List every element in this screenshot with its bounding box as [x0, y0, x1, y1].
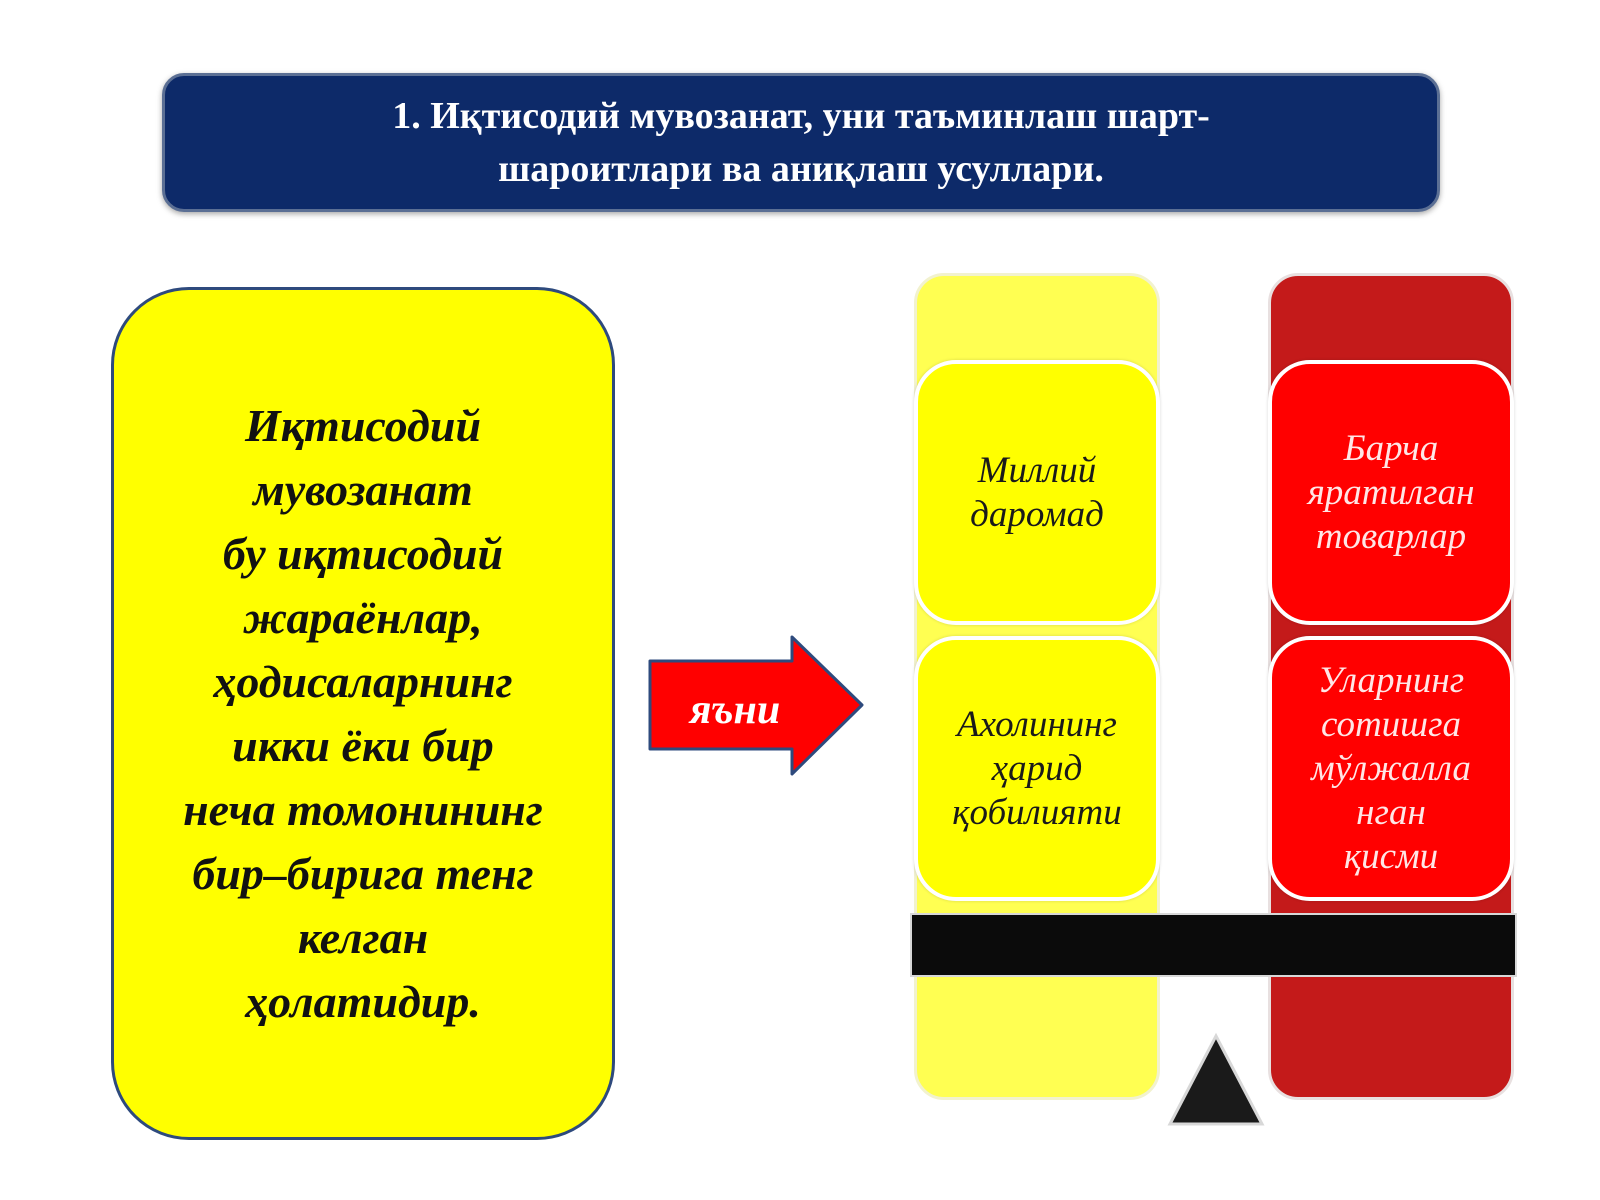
card-line: Уларнинг	[1317, 659, 1465, 701]
card-line: нган	[1356, 791, 1426, 833]
definition-line: бу иқтисодий	[222, 527, 504, 579]
title-line-1: 1. Иқтисодий мувозанат, уни таъминлаш ша…	[392, 94, 1210, 137]
definition-line: бир–бирига тенг	[192, 847, 534, 899]
definition-line: неча томонининг	[183, 783, 543, 835]
card-line: даромад	[970, 493, 1104, 535]
goods-for-sale-card: Уларнинг сотишга мўлжалла нган қисми	[1268, 636, 1514, 901]
definition-line: мувозанат	[253, 463, 473, 515]
card-line: Миллий	[977, 449, 1097, 491]
definition-line: ҳолатидир.	[245, 975, 481, 1027]
definition-box: Иқтисодий мувозанат бу иқтисодий жараёнл…	[111, 287, 615, 1140]
card-line: товарлар	[1315, 515, 1467, 557]
arrow-label: яъни	[689, 687, 781, 733]
card-line: сотишга	[1320, 703, 1462, 745]
title-line-2: шароитлари ва аниқлаш усуллари.	[498, 147, 1104, 190]
definition-line: Иқтисодий	[244, 399, 482, 451]
all-goods-card: Барча яратилган товарлар	[1268, 360, 1514, 625]
right-arrow-icon	[648, 635, 864, 776]
definition-line: жараёнлар,	[243, 591, 483, 643]
balance-beam	[910, 913, 1517, 977]
card-line: ҳарид	[991, 747, 1083, 789]
card-line: Ахолининг	[957, 703, 1117, 745]
national-income-card: Миллий даромад	[914, 360, 1160, 625]
card-line: қисми	[1343, 835, 1439, 877]
definition-text: Иқтисодий мувозанат бу иқтисодий жараёнл…	[183, 394, 543, 1034]
card-line: қобилияти	[952, 791, 1122, 833]
definition-line: икки ёки бир	[232, 719, 494, 771]
purchasing-power-card: Ахолининг ҳарид қобилияти	[914, 636, 1160, 901]
definition-line: келган	[297, 911, 429, 963]
definition-line: ҳодисаларнинг	[213, 655, 513, 707]
fulcrum-triangle-icon	[1167, 1032, 1265, 1126]
slide-title: 1. Иқтисодий мувозанат, уни таъминлаш ша…	[162, 73, 1440, 212]
card-line: Барча	[1343, 427, 1439, 469]
card-line: яратилган	[1307, 471, 1475, 513]
card-line: мўлжалла	[1311, 747, 1471, 789]
